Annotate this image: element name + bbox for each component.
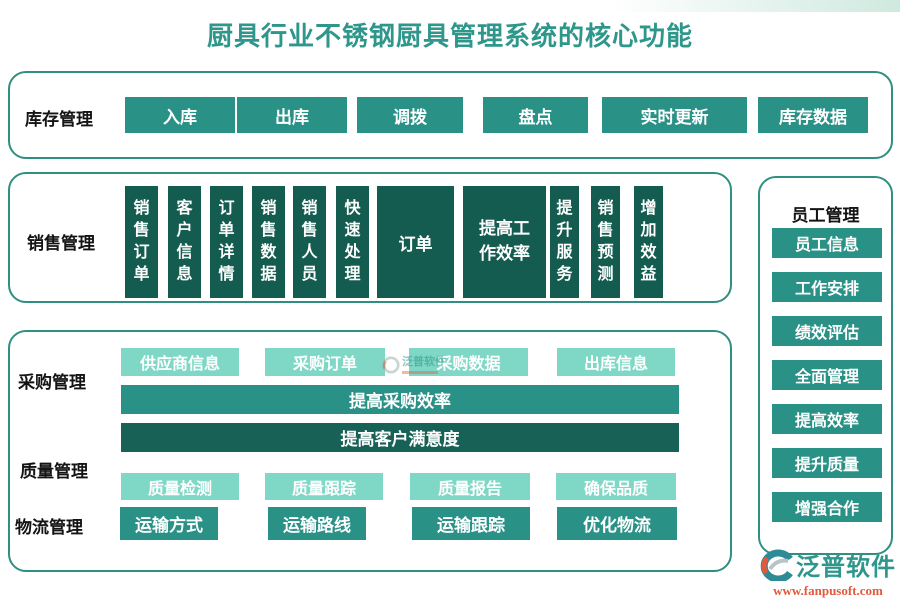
sales-outcome-benefit[interactable]: 增加效益 [634,186,663,298]
quality-item-assurance[interactable]: 确保品质 [556,473,676,500]
purchase-item-outbound-info[interactable]: 出库信息 [557,348,675,376]
sales-efficiency-box[interactable]: 提高工作效率 [463,186,546,298]
button-label: 提升服务 [556,199,573,284]
button-label: 销售人员 [301,199,318,284]
button-label: 快速处理 [344,199,361,284]
purchase-efficiency-bar[interactable]: 提高采购效率 [121,385,679,414]
employee-item-info[interactable]: 员工信息 [772,228,882,258]
inventory-item-realtime[interactable]: 实时更新 [602,97,747,133]
button-label: 提高工作效率 [479,219,530,263]
employee-item-schedule[interactable]: 工作安排 [772,272,882,302]
button-label: 销售数据 [260,199,277,284]
logo-website: www.fanpusoft.com [773,583,883,598]
quality-item-report[interactable]: 质量报告 [410,473,530,500]
purchase-item-supplier-info[interactable]: 供应商信息 [121,348,239,376]
corner-decoration [610,0,900,12]
logistics-item-transport-track[interactable]: 运输跟踪 [412,507,530,540]
fanpu-logo: 泛普软件 www.fanpusoft.com [760,547,896,599]
quality-label: 质量管理 [20,462,88,481]
inventory-item-data[interactable]: 库存数据 [758,97,868,133]
inventory-label: 库存管理 [25,110,93,129]
button-label: 销售预测 [597,199,614,284]
sales-label: 销售管理 [27,234,95,253]
quality-item-inspection[interactable]: 质量检测 [121,473,239,500]
sales-item-quick-process[interactable]: 快速处理 [336,186,369,298]
button-label: 订单详情 [218,199,235,284]
inventory-item-inbound[interactable]: 入库 [125,97,235,133]
customer-satisfaction-bar[interactable]: 提高客户满意度 [121,423,679,452]
sales-item-sales-order[interactable]: 销售订单 [125,186,158,298]
employee-item-management[interactable]: 全面管理 [772,360,882,390]
sales-order-box[interactable]: 订单 [377,186,454,298]
button-label: 增加效益 [640,199,657,284]
employee-item-performance[interactable]: 绩效评估 [772,316,882,346]
fanpu-watermark: 泛普软件 [382,356,446,374]
sales-outcome-forecast[interactable]: 销售预测 [591,186,620,298]
fanpu-watermark-icon [382,356,400,374]
logistics-item-optimize[interactable]: 优化物流 [557,507,677,540]
sales-panel [8,172,732,303]
watermark-subline [402,370,438,374]
button-label: 销售订单 [133,199,150,284]
fanpu-logo-icon [760,549,793,581]
logo-text: 泛普软件 [796,554,896,581]
quality-item-tracking[interactable]: 质量跟踪 [265,473,383,500]
button-label: 客户信息 [176,199,193,284]
inventory-item-outbound[interactable]: 出库 [237,97,347,133]
sales-item-sales-data[interactable]: 销售数据 [252,186,285,298]
sales-item-customer-info[interactable]: 客户信息 [168,186,201,298]
employee-item-efficiency[interactable]: 提高效率 [772,404,882,434]
logistics-item-transport-route[interactable]: 运输路线 [268,507,366,540]
inventory-item-transfer[interactable]: 调拨 [357,97,463,133]
sales-item-sales-staff[interactable]: 销售人员 [293,186,326,298]
employee-item-cooperation[interactable]: 增强合作 [772,492,882,522]
purchase-label: 采购管理 [18,373,86,392]
employee-item-quality[interactable]: 提升质量 [772,448,882,478]
purchase-item-purchase-order[interactable]: 采购订单 [265,348,385,376]
sales-item-order-detail[interactable]: 订单详情 [210,186,243,298]
page-title: 厨具行业不锈钢厨具管理系统的核心功能 [206,21,693,51]
logistics-label: 物流管理 [15,518,83,537]
logistics-item-transport-mode[interactable]: 运输方式 [120,507,218,540]
watermark-text: 泛普软件 [402,356,446,369]
employee-label: 员工管理 [791,206,860,225]
inventory-item-stocktake[interactable]: 盘点 [483,97,588,133]
sales-outcome-service[interactable]: 提升服务 [550,186,579,298]
purchase-item-purchase-data[interactable]: 采购数据 [409,348,528,376]
